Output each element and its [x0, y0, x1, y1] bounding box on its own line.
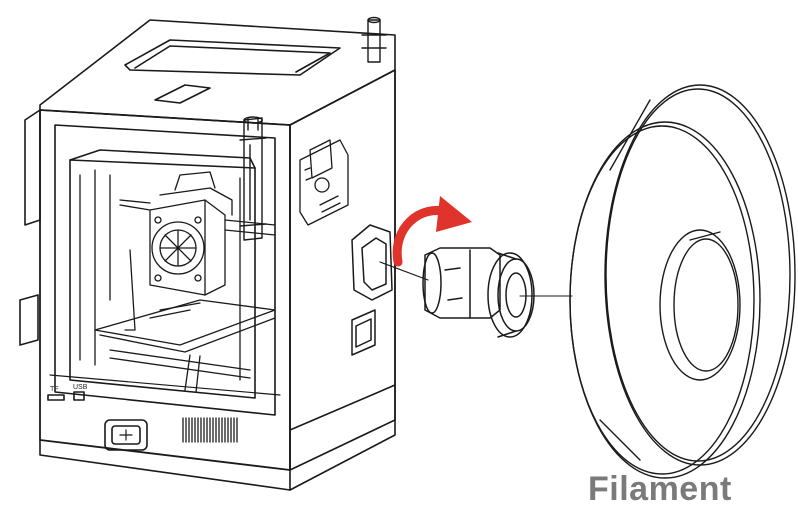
usb-port-label: USB [73, 384, 88, 391]
print-head-assembly [79, 169, 276, 393]
rotation-arrow [392, 196, 472, 267]
vent-grille [182, 417, 238, 443]
filament-guide-rod [239, 16, 387, 241]
printer-body [19, 19, 396, 491]
extruder-motor [299, 139, 349, 226]
spool-holder-adapter [422, 247, 535, 338]
filament-spool [569, 84, 796, 479]
filament-label: Filament [588, 470, 732, 508]
alignment-line [379, 261, 429, 281]
spool-mount-socket [351, 224, 393, 356]
tf-port-label: TF [50, 386, 59, 393]
